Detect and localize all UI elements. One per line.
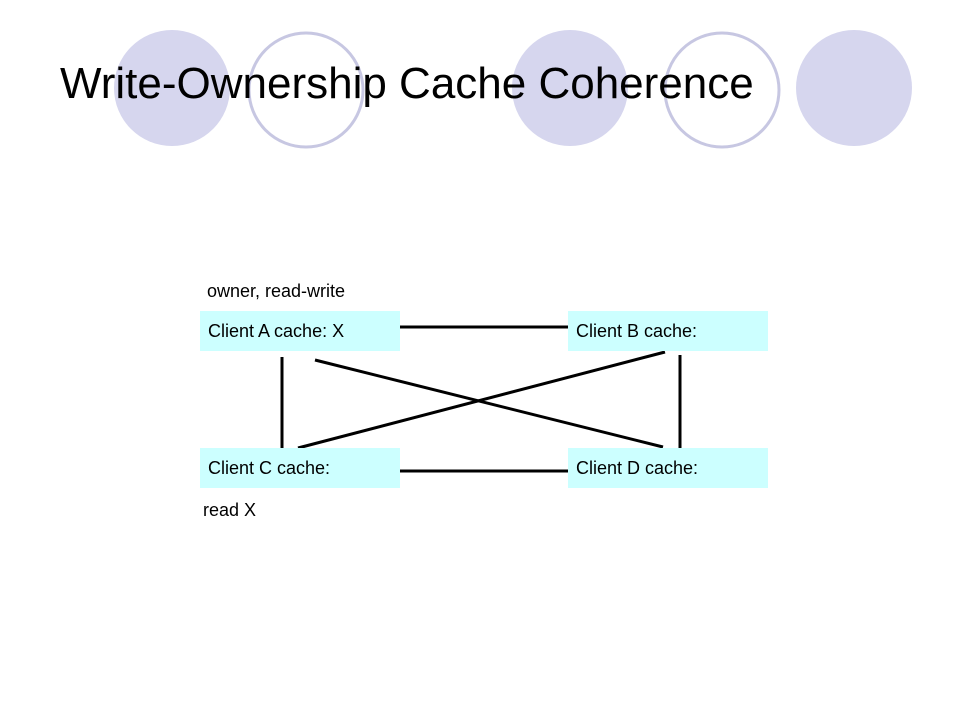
- header-circles-decoration: [114, 30, 912, 149]
- deco-circle-outline-1: [247, 31, 365, 149]
- client-c-cache-node: Client C cache:: [200, 448, 400, 488]
- deco-circle-outline-2: [663, 31, 781, 149]
- link-a-d: [314, 358, 664, 449]
- slide-title: Write-Ownership Cache Coherence: [60, 59, 754, 108]
- client-a-state-annotation: owner, read-write: [207, 281, 346, 301]
- deco-circle-filled-2: [512, 30, 628, 146]
- client-b-cache-node: Client B cache:: [568, 311, 768, 351]
- link-b-c: [297, 350, 666, 450]
- client-c-action-annotation: read X: [203, 500, 257, 520]
- deco-circle-filled-3: [796, 30, 912, 146]
- client-a-cache-node: Client A cache: X: [200, 311, 400, 351]
- client-d-cache-node: Client D cache:: [568, 448, 768, 488]
- deco-circle-filled-1: [114, 30, 230, 146]
